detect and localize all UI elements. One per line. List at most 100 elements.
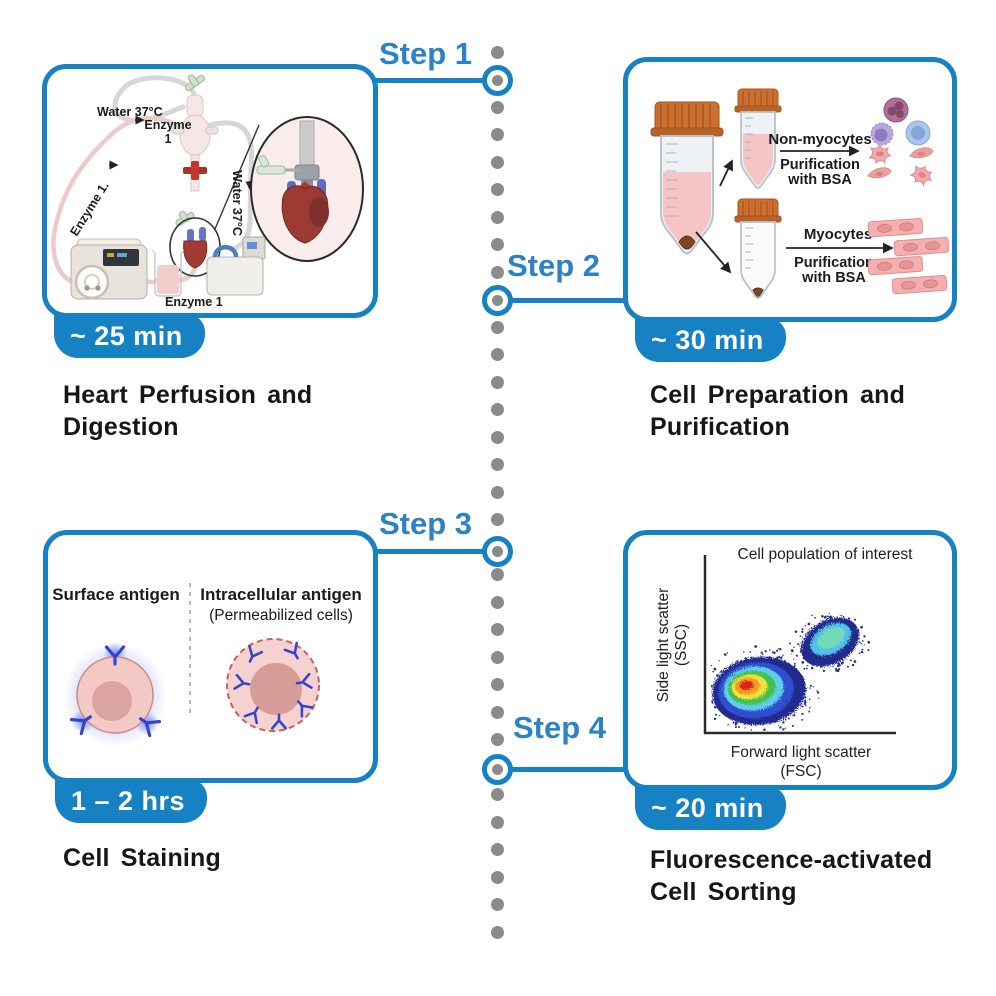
timeline-dot (491, 183, 504, 196)
timeline-dot (491, 843, 504, 856)
perfusion-rig-illustration: Water 37°C Enzyme 1 Enzyme 1. Water 37°C… (51, 74, 364, 309)
water-side-label: Water 37°C (230, 170, 244, 236)
step-2-label: Step 2 (507, 248, 601, 283)
population-of-interest (800, 617, 860, 667)
step-3-connector-line (374, 549, 484, 554)
step-1-duration-badge: ~ 25 min (54, 314, 205, 358)
step-3-label: Step 3 (379, 506, 473, 541)
beaker-icon (151, 249, 185, 297)
cell-preparation-illustration: Non-myocytes Purification with BSA Myocy… (650, 88, 950, 299)
timeline-node-dot (492, 295, 503, 306)
step-3-duration-badge: 1 – 2 hrs (55, 779, 208, 823)
x-axis-label: (FSC) (780, 763, 821, 780)
step-1-timeline-node (482, 65, 513, 96)
step-1-panel: Water 37°C Enzyme 1 Enzyme 1. Water 37°C… (42, 64, 378, 318)
timeline-dot (491, 403, 504, 416)
step-2-title: Cell Preparation and Purification (650, 381, 906, 441)
timeline-dot (491, 788, 504, 801)
permeabilized-cell-icon (226, 638, 320, 732)
enzyme-trap-label: Enzyme (144, 118, 191, 132)
purification-label: with BSA (801, 270, 866, 286)
timeline-dot (491, 128, 504, 141)
timeline-node-dot (492, 75, 503, 86)
magnifier-line (214, 124, 260, 230)
flow-cytometry-plot: Cell population of interest Side light s… (655, 546, 914, 780)
step-4-panel: Cell population of interest Side light s… (623, 530, 957, 790)
myocyte-cells-icon (867, 217, 950, 295)
timeline-node-dot (492, 764, 503, 775)
svg-text:(SSC): (SSC) (673, 624, 690, 666)
timeline-dot (491, 595, 504, 609)
scatter-noise-dots (710, 612, 871, 732)
water-37-label: Water 37°C (97, 105, 163, 119)
step-3-title: Cell Staining (63, 844, 222, 872)
density-blobs (712, 617, 860, 726)
cell-staining-illustration: Surface antigen Intracellular antigen (P… (52, 583, 362, 747)
heart-icon (183, 227, 208, 269)
myocytes-label: Myocytes (804, 226, 872, 243)
purification-label: Purification (780, 157, 860, 173)
timeline-dot (491, 375, 504, 389)
timeline-dot (491, 348, 504, 361)
step-4-label: Step 4 (513, 710, 607, 745)
timeline-dot (491, 458, 504, 471)
enzyme-beaker-label: Enzyme 1 (165, 295, 223, 309)
bubble-trap-icon (171, 94, 219, 156)
water-tubing (112, 75, 198, 123)
timeline-dot (491, 513, 504, 526)
step-2-panel: Non-myocytes Purification with BSA Myocy… (623, 57, 957, 322)
non-myocyte-cells-icon (867, 97, 936, 188)
stopcock-icon (256, 154, 301, 175)
surface-antigen-label: Surface antigen (52, 585, 180, 604)
timeline-dot (491, 870, 504, 884)
conical-tube-large-icon (650, 101, 724, 255)
x-axis-label: Forward light scatter (731, 744, 871, 761)
purification-label: with BSA (787, 172, 852, 188)
timeline-dot (491, 898, 504, 911)
timeline-dot (491, 815, 504, 829)
magnified-heart-inset (250, 116, 364, 262)
purification-label: Purification (794, 255, 874, 271)
step-2-duration-badge: ~ 30 min (635, 318, 786, 362)
permeabilized-cells-label: (Permeabilized cells) (209, 607, 353, 624)
plot-axes (703, 555, 896, 735)
timeline-dot (491, 320, 504, 334)
svg-text:Side light scatter: Side light scatter (655, 588, 672, 703)
timeline-dot (491, 733, 504, 746)
stopcock-icon (184, 74, 206, 92)
surface-stained-cell-icon (63, 642, 167, 747)
clamp-icon (175, 210, 195, 226)
step-1-title: Heart Perfusion and Digestion (63, 381, 313, 441)
timeline-dot (491, 485, 504, 499)
timeline-dot (491, 623, 504, 636)
step-3-panel: Surface antigen Intracellular antigen (P… (43, 530, 378, 783)
conical-tube-small-icon (734, 198, 782, 299)
timeline-dot (491, 705, 504, 719)
magnified-heart-icon (281, 179, 329, 244)
enzyme-tube-label: Enzyme 1. (67, 179, 111, 238)
step-4-duration-badge: ~ 20 min (635, 786, 786, 830)
step-1-connector-line (374, 78, 484, 83)
timeline-dot (491, 678, 504, 691)
step-4-title: Fluorescence-activated Cell Sorting (650, 846, 933, 906)
timeline-node-dot (492, 546, 503, 557)
timeline-dot (491, 925, 504, 939)
plot-title: Cell population of interest (738, 546, 914, 563)
step-2-timeline-node (482, 285, 513, 316)
step-3-timeline-node (482, 536, 513, 567)
red-stopcock-icon (183, 154, 207, 192)
timeline-dot (491, 265, 504, 279)
conical-tube-small-icon (734, 88, 782, 189)
step-4-timeline-node (482, 754, 513, 785)
timeline-dot (491, 650, 504, 664)
timeline-dot (491, 45, 504, 59)
timeline-dot (491, 100, 504, 114)
split-arrow-icon (695, 231, 732, 274)
step-2-connector-line (512, 298, 625, 303)
enzyme-trap-label: 1 (165, 132, 172, 146)
y-axis-label: Side light scatter (SSC) (655, 588, 690, 703)
peristaltic-pump-icon (70, 238, 148, 300)
split-arrow-icon (719, 159, 733, 187)
main-cell-population (712, 656, 806, 726)
